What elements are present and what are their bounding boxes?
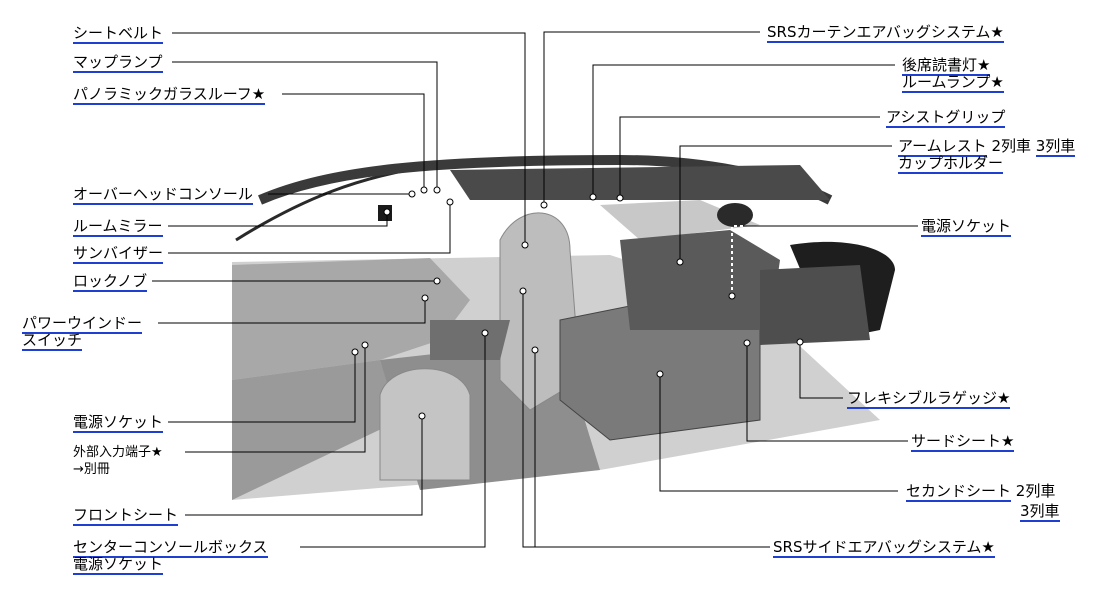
label-flexible-luggage: フレキシブルラゲッジ★ [847,389,1011,409]
leader-lines [152,31,918,548]
label-second-seat-3row: 3列車 [1020,502,1060,522]
roof-glass [450,165,830,200]
link-power-socket-front[interactable]: 電源ソケット [73,413,164,433]
link-cup-holder[interactable]: カップホルダー [898,154,1004,174]
label-overhead-console: オーバーヘッドコンソール [73,185,253,205]
label-srs-curtain: SRSカーテンエアバッグシステム★ [767,23,1004,43]
label-power-socket-front: 電源ソケット [73,413,164,433]
second-row-backs [620,230,780,330]
second-seat-2row: 2列車 [1015,482,1056,500]
label-panoramic-roof: パノラミックガラスルーフ★ [73,85,266,105]
label-lock-knob: ロックノブ [73,272,148,292]
link-second-seat-3row[interactable]: 3列車 [1020,502,1060,522]
label-srs-side: SRSサイドエアバッグシステム★ [773,538,995,558]
label-seatbelt: シートベルト [73,24,164,44]
link-room-mirror[interactable]: ルームミラー [73,217,163,237]
link-srs-side[interactable]: SRSサイドエアバッグシステム★ [773,538,995,558]
leader-dots [351,186,804,420]
link-overhead-console[interactable]: オーバーヘッドコンソール [73,185,253,205]
link-power-window-switch[interactable]: スイッチ [22,331,83,351]
label-room-mirror: ルームミラー [73,217,163,237]
door-panel-left [232,360,400,500]
external-input-ref: →別冊 [73,462,110,477]
third-row-headrest [717,203,753,227]
link-second-seat[interactable]: セカンドシート [906,482,1012,502]
link-sun-visor[interactable]: サンバイザー [73,244,164,264]
center-console [430,320,510,360]
label-sun-visor: サンバイザー [73,244,164,264]
label-power-window: パワーウインドー スイッチ [22,314,143,351]
link-map-lamp[interactable]: マップランプ [73,53,163,73]
external-input-text: 外部入力端子★ [73,445,163,460]
link-center-console-socket[interactable]: 電源ソケット [73,555,164,575]
armrest-2row: 2列車 [991,137,1031,155]
label-armrest: アームレスト 2列車 3列車 カップホルダー [898,137,1076,174]
dashboard-area [232,258,470,380]
label-external-input: 外部入力端子★ →別冊 [73,444,163,478]
label-power-socket-rear: 電源ソケット [921,217,1012,237]
link-armrest[interactable]: アームレスト [898,137,987,157]
label-second-seat: セカンドシート 2列車 [906,482,1056,502]
link-panoramic-roof[interactable]: パノラミックガラスルーフ★ [73,85,266,105]
link-power-socket-rear[interactable]: 電源ソケット [921,217,1012,237]
link-room-lamp[interactable]: ルームランプ★ [902,73,1004,93]
link-assist-grip[interactable]: アシストグリップ [886,108,1006,128]
link-third-seat[interactable]: サードシート★ [911,432,1015,452]
link-seatbelt[interactable]: シートベルト [73,24,164,44]
label-front-seat: フロントシート [73,506,179,526]
link-front-seat[interactable]: フロントシート [73,506,179,526]
link-center-console[interactable]: センターコンソールボックス [73,538,268,558]
link-rear-reading[interactable]: 後席読書灯★ [902,56,991,76]
label-third-seat: サードシート★ [911,432,1015,452]
label-map-lamp: マップランプ [73,53,163,73]
link-srs-curtain[interactable]: SRSカーテンエアバッグシステム★ [767,23,1004,43]
third-row-seats [760,265,870,345]
label-assist-grip: アシストグリップ [886,108,1006,128]
label-center-console: センターコンソールボックス 電源ソケット [73,538,268,575]
link-armrest-3row[interactable]: 3列車 [1035,137,1076,157]
label-rear-reading: 後席読書灯★ ルームランプ★ [902,56,1004,93]
front-seat-left [379,368,471,481]
link-flexible-luggage[interactable]: フレキシブルラゲッジ★ [847,389,1011,409]
link-power-window[interactable]: パワーウインドー [22,314,143,334]
link-lock-knob[interactable]: ロックノブ [73,272,148,292]
